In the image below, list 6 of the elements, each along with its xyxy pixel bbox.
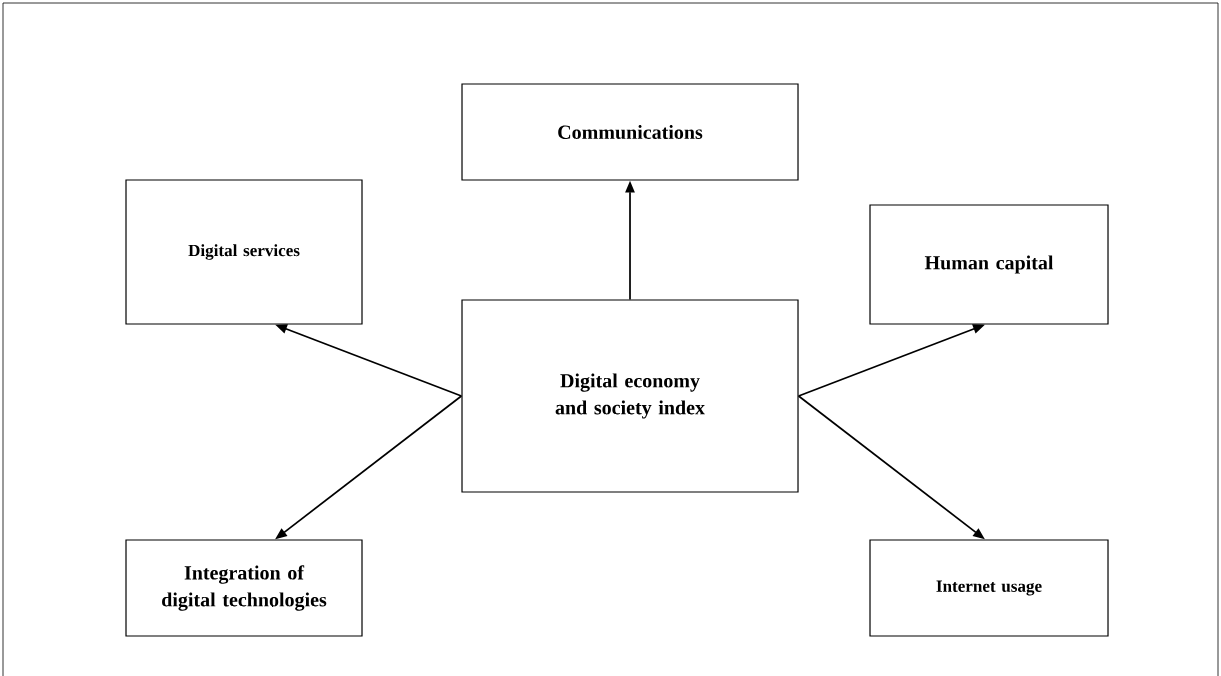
box: Communications xyxy=(461,83,799,181)
box: Internet usage xyxy=(869,539,1109,637)
box: Digital economy and society index xyxy=(461,299,799,493)
box: Digital services xyxy=(125,179,363,325)
box: Integration of digital technologies xyxy=(125,539,363,637)
box: Human capital xyxy=(869,204,1109,325)
